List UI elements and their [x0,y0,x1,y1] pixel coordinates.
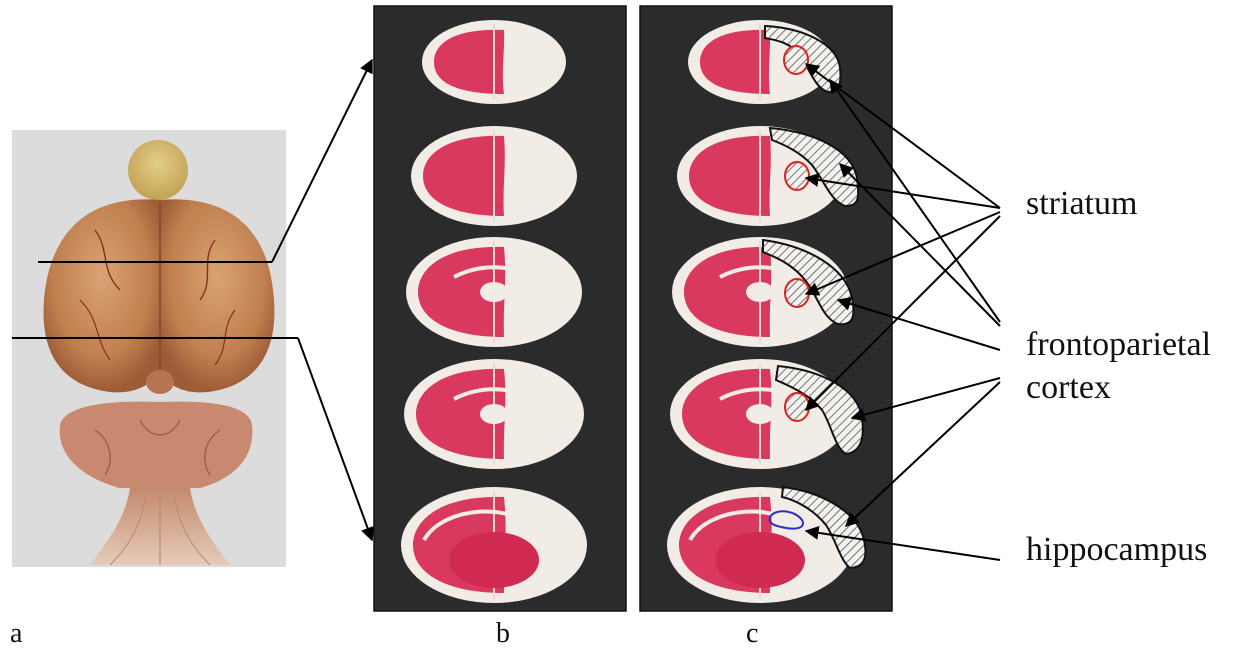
panel-b-slice-3 [406,237,582,347]
panel-c-slice-stained-region [700,29,771,94]
panel-b-slice-stained-region [434,29,505,94]
panel-b-slices [373,5,627,612]
panel-c-slice-stained-region [689,135,771,216]
panel-b-slice-4 [404,359,584,469]
panel-label-a: a [10,618,23,649]
right-hemisphere [160,199,275,393]
cortex-region-2 [768,126,860,208]
left-hemisphere [43,199,161,393]
label-frontoparietal: frontoparietal [1026,326,1211,363]
hippocampus-outline [768,510,804,530]
label-striatum: striatum [1026,185,1137,222]
panel-c-annotated-slices [639,5,893,612]
label-hippocampus: hippocampus [1026,531,1207,568]
panel-label-c: c [746,618,758,649]
annotation-arrows [804,63,1001,561]
striatum-outline-4 [784,392,810,422]
panel-b-slice-1 [422,20,566,104]
panel-c-slice-5 [667,487,853,603]
cerebellum [59,401,253,488]
panel-b-slice-2 [411,126,577,226]
panel-label-b: b [496,618,510,649]
panel-b-slice-stained-region [423,135,505,216]
panel-c-slice-4 [670,359,850,469]
striatum-outline-3 [784,278,810,308]
striatum-outline-2 [784,161,810,191]
cortex-region-5 [780,485,867,570]
panel-b-slice-5 [401,487,587,603]
label-cortex: cortex [1026,369,1111,406]
panel-a-whole-brain-photo [12,130,298,567]
olfactory-bulb [128,140,188,200]
cortex-region-3 [762,238,855,326]
pointer-to-last-slice [297,337,375,542]
striatum-outline-1 [783,45,809,75]
pointer-to-first-slice [271,58,373,263]
